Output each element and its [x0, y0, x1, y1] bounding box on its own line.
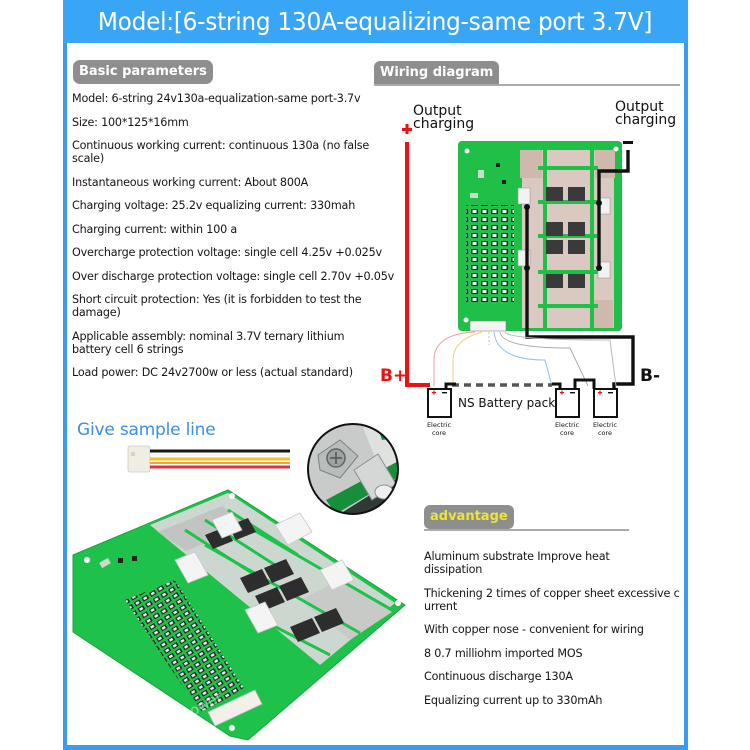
output-charging-right-label: Output charging: [615, 99, 677, 128]
pcb-mosfets: [205, 518, 344, 642]
minus-sign-icon: [623, 141, 633, 144]
cell-label-2-line1: Electric: [554, 421, 580, 429]
advantage-list: Aluminum substrate Improve heat dissipat…: [424, 550, 686, 717]
param-model: Model: 6-string 24v130a-equalization-sam…: [72, 92, 361, 105]
wiring-divider: [374, 84, 680, 86]
cell-label-2-line2: core: [559, 429, 575, 437]
advantage-tag: advantage: [424, 505, 514, 529]
battery-pack-label: NS Battery pack: [458, 396, 556, 410]
b-plus-label: B+: [380, 366, 408, 386]
sample-line-cable: [127, 445, 290, 473]
param-overcharge: Overcharge protection voltage: single ce…: [72, 246, 382, 259]
positive-wire: [405, 142, 430, 387]
param-short-circuit: Short circuit protection: Yes (it is for…: [72, 293, 362, 319]
page-title: Model:[6-string 130A-equalizing-same por…: [63, 0, 688, 43]
pcb-connector: [207, 689, 263, 727]
cell-label-1-line2: core: [431, 429, 447, 437]
battery-cell-2: [555, 388, 580, 418]
balance-resistor-array: [466, 205, 514, 305]
sample-line-heading: Give sample line: [77, 420, 216, 440]
b-minus-label: B-: [640, 366, 661, 386]
param-charging-voltage: Charging voltage: 25.2v equalizing curre…: [72, 199, 356, 212]
advantage-item: 8 0.7 milliohm imported MOS: [424, 646, 583, 660]
output-charging-left-label: Output charging: [413, 103, 475, 132]
advantage-item: Continuous discharge 130A: [424, 670, 573, 683]
param-load-power: Load power: DC 24v2700w or less (actual …: [72, 366, 353, 379]
mosfet-group: [546, 187, 585, 288]
cell-label-3-line1: Electric: [592, 421, 618, 429]
jst-connector: [127, 445, 151, 473]
copper-nose-photo: [307, 423, 399, 515]
param-instantaneous-current: Instantaneous working current: About 800…: [72, 175, 309, 189]
advantage-item: Equalizing current up to 330mAh: [424, 693, 603, 707]
battery-cell-3: [593, 388, 618, 418]
cell-label-1-line1: Electric: [426, 421, 452, 429]
pcb-resistor-array: [125, 580, 245, 712]
advantage-item: With copper nose - convenient for wiring: [424, 623, 644, 636]
balance-connector: [469, 320, 507, 332]
advantage-item: Thickening 2 times of copper sheet exces…: [424, 586, 680, 613]
param-overdischarge: Over discharge protection voltage: singl…: [72, 269, 395, 283]
param-continuous-current: Continuous working current: continuous 1…: [72, 139, 370, 165]
cell-label-3-line2: core: [597, 429, 613, 437]
advantage-divider: [424, 529, 629, 531]
param-size: Size: 100*125*16mm: [72, 115, 189, 129]
basic-parameters-tag: Basic parameters: [73, 60, 213, 84]
page-title-text: Model:[6-string 130A-equalizing-same por…: [98, 7, 653, 36]
param-assembly: Applicable assembly: nominal 3.7V ternar…: [72, 329, 345, 356]
pcb-product-photo: power: [72, 489, 406, 741]
wiring-diagram-tag: Wiring diagram: [374, 61, 500, 85]
battery-cell-1: [427, 388, 452, 418]
advantage-item: Aluminum substrate Improve heat dissipat…: [424, 550, 610, 576]
basic-parameters-list: Model: 6-string 24v130a-equalization-sam…: [72, 92, 397, 390]
param-charging-current: Charging current: within 100 a: [72, 222, 238, 236]
wiring-lines: [402, 124, 635, 389]
